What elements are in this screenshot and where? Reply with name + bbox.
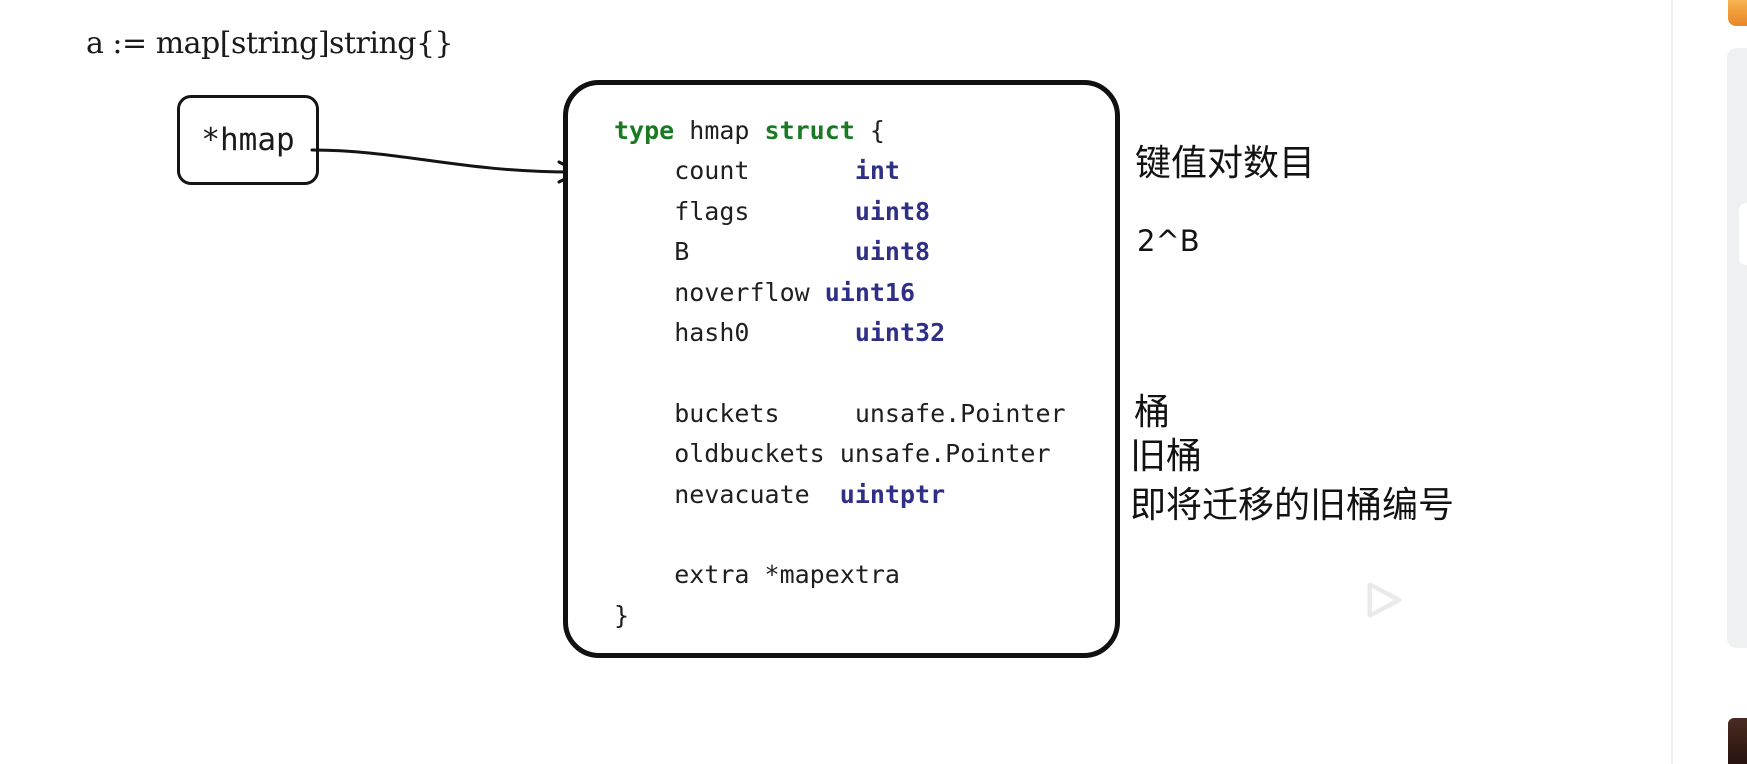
code-line-header: type hmap struct {: [614, 116, 885, 145]
side-panel-card-inner: [1739, 203, 1747, 265]
hmap-struct-code: type hmap struct { count int flags uint8…: [614, 111, 1066, 636]
code-line-closing-brace: }: [614, 600, 630, 630]
code-line-field: flags uint8: [614, 196, 931, 226]
panel-divider: [1671, 0, 1673, 764]
code-line-field: noverflow uint16: [614, 277, 916, 307]
code-line-blank: [614, 353, 1066, 393]
annotation-b: 2^B: [1137, 224, 1200, 258]
code-line-field: count int: [614, 156, 900, 186]
right-margin: [1500, 0, 1547, 764]
top-right-accent-badge[interactable]: [1728, 0, 1747, 26]
bottom-right-thumbnail[interactable]: [1728, 718, 1747, 764]
page-scrollbar[interactable]: [1737, 0, 1747, 764]
code-line-field: B uint8: [614, 237, 931, 267]
hmap-pointer-box: *hmap: [177, 95, 319, 185]
code-line-field: nevacuate uintptr: [614, 479, 946, 509]
annotation-nevacuate: 即将迁移的旧桶编号: [1130, 485, 1455, 526]
annotation-oldbuckets: 旧桶: [1130, 436, 1203, 477]
code-line-field: extra *mapextra: [614, 560, 900, 590]
annotation-buckets: 桶: [1134, 392, 1171, 433]
hmap-pointer-label: *hmap: [201, 122, 295, 158]
hmap-struct-card: type hmap struct { count int flags uint8…: [563, 80, 1120, 658]
code-line-field: hash0 uint32: [614, 318, 946, 348]
slide-canvas: a := map[string]string{} *hmap type hmap…: [86, 26, 1455, 658]
code-line-blank: [614, 515, 1066, 555]
code-line-field: buckets unsafe.Pointer: [614, 398, 1066, 428]
page-title: a := map[string]string{}: [86, 26, 454, 61]
side-panel-card: [1727, 48, 1747, 648]
player-logo-watermark: [1338, 551, 1422, 633]
annotation-count: 键值对数目: [1135, 143, 1316, 184]
code-line-field: oldbuckets unsafe.Pointer: [614, 439, 1051, 469]
